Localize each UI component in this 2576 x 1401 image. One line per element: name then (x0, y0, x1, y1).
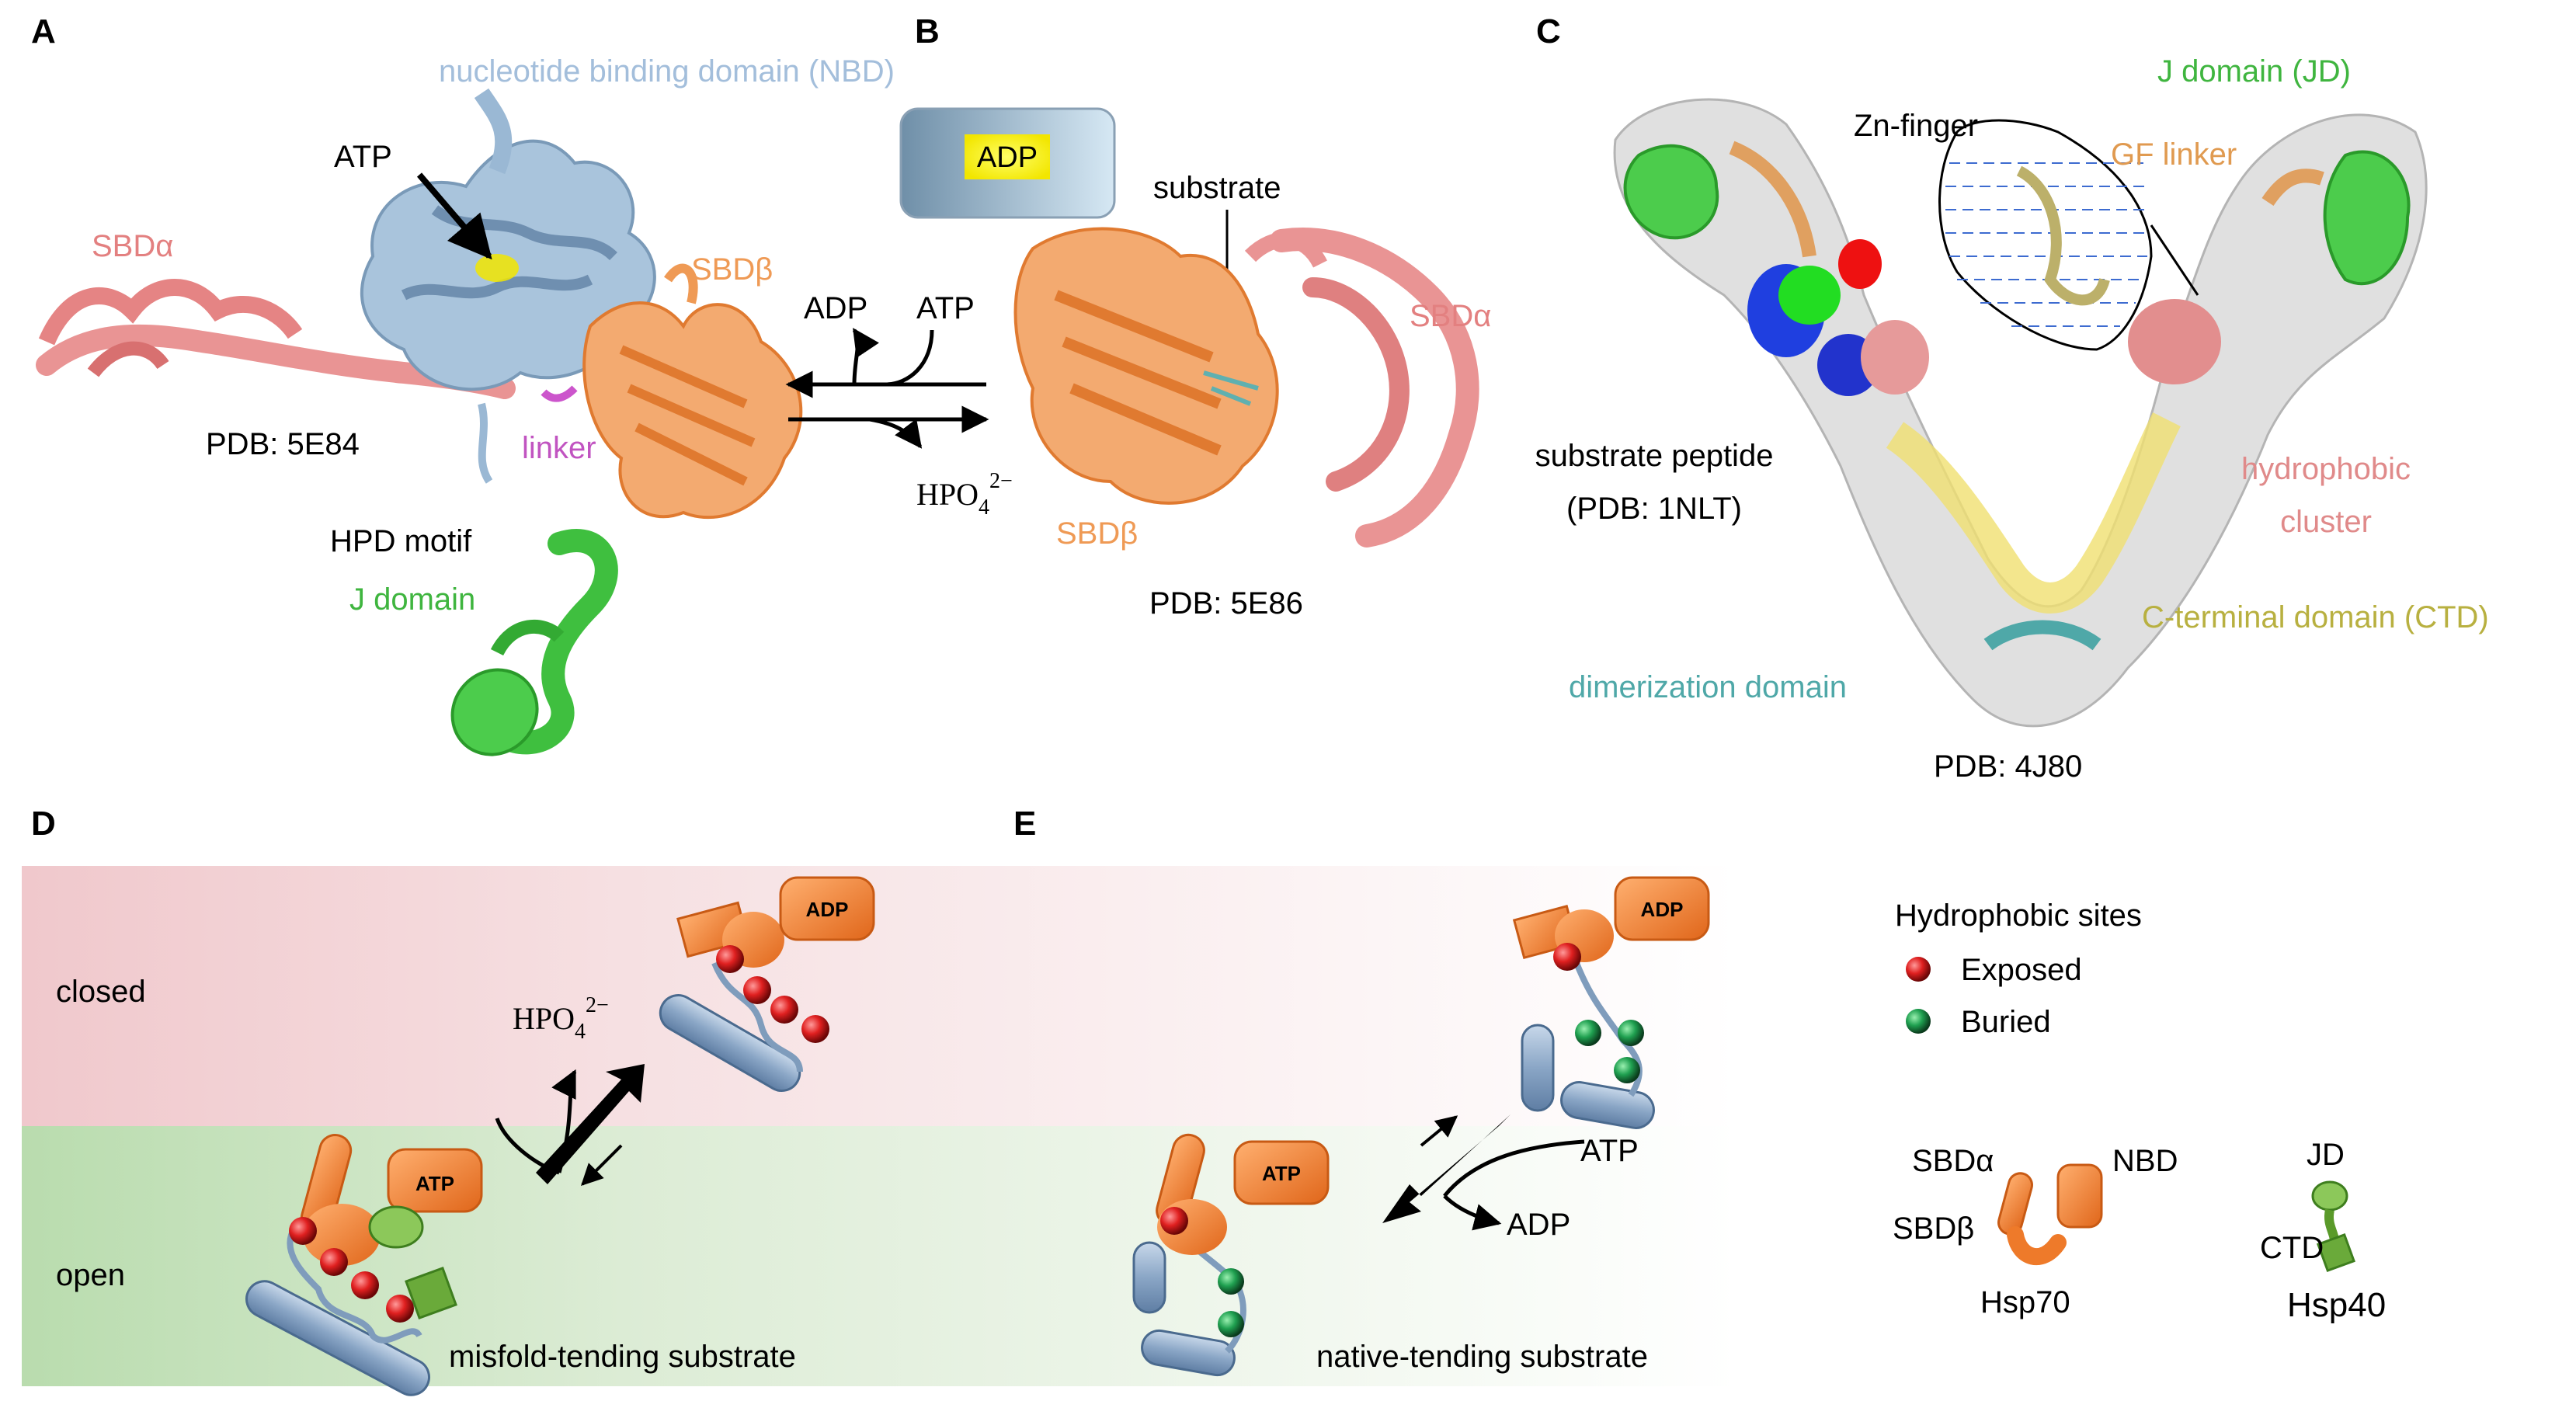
equilibrium-arrows-b (785, 328, 989, 449)
legend-sbd-beta: SBDβ (1893, 1212, 1974, 1246)
hsp70-closed-cartoon-e: ADP (1512, 876, 1710, 1129)
adp-box-label: ADP (977, 141, 1038, 174)
closing-arrows-d (495, 1064, 645, 1186)
legend-sbd-alpha: SBDα (1912, 1144, 1994, 1178)
sbd-beta-label-b: SBDβ (1056, 516, 1138, 551)
exposed-site-marker (1906, 957, 1931, 982)
j-domain-structure-left (1623, 144, 1719, 240)
adp-tag-d: ADP (806, 898, 849, 921)
legend-buried: Buried (1961, 1005, 2051, 1039)
atp-label-a: ATP (334, 140, 392, 174)
adp-box: ADP (899, 107, 1116, 219)
opening-arrows-e (1382, 1114, 1585, 1231)
zn-finger-inset (1938, 119, 2199, 351)
j-domain-label-a: J domain (349, 582, 475, 617)
hydrophobic-cluster-label-1: hydrophobic (2241, 452, 2411, 486)
panel-letter-b: B (915, 12, 940, 50)
panel-letter-c: C (1536, 12, 1561, 50)
legend-exposed: Exposed (1961, 953, 2082, 987)
adp-tag-nbd-e (1614, 876, 1710, 941)
closed-label: closed (56, 975, 146, 1009)
panel-letter-d: D (31, 805, 56, 843)
ctd-label: C-terminal domain (CTD) (2142, 600, 2489, 634)
atp-label-e: ATP (1580, 1134, 1639, 1168)
panel-d: D closed open ATP misfold-tending substr… (31, 805, 875, 1396)
legend-ctd: CTD (2260, 1231, 2324, 1265)
legend-hsp40: Hsp40 (2287, 1286, 2386, 1324)
atp-tag-e: ATP (1262, 1162, 1301, 1185)
gf-linker-right (2261, 169, 2324, 207)
hsp70-closed-cartoon-d: ADP (659, 876, 875, 1092)
hpd-motif-label: HPD motif (330, 524, 472, 558)
open-label: open (56, 1258, 125, 1292)
buried-site-marker (1906, 1009, 1931, 1034)
hydrophobic-cluster-label-2: cluster (2280, 505, 2372, 539)
panel-a: A SBDα nucleotide binding domain (NBD) A… (31, 12, 895, 756)
atp-tag-nbd-e (1233, 1140, 1330, 1205)
legend-nbd: NBD (2112, 1144, 2178, 1178)
hydrophobic-cluster-blob (2128, 299, 2221, 384)
adp-label-e: ADP (1507, 1208, 1570, 1242)
atp-tag-d: ATP (415, 1172, 454, 1195)
panel-b: B ADP substrate SBDα SBDβ PDB: 5E86 (785, 12, 1491, 621)
linker-label-a: linker (522, 431, 596, 465)
sbd-alpha-label-a: SBDα (92, 229, 173, 263)
hsp70-legend-cartoon (1997, 1163, 2103, 1266)
substrate-peptide-blobs (1747, 239, 1929, 396)
legend-title: Hydrophobic sites (1895, 899, 2142, 933)
j-domain-structure-a (450, 529, 618, 756)
sbd-beta-structure-a (582, 263, 803, 520)
sbd-alpha-label-b: SBDα (1410, 299, 1491, 333)
linker-segment-a (541, 385, 578, 402)
dimerization-label: dimerization domain (1569, 670, 1847, 704)
adp-tag-e: ADP (1641, 898, 1684, 921)
hsp70-open-cartoon-d: ATP (245, 1134, 483, 1396)
pdb-label-c: PDB: 4J80 (1934, 749, 2082, 784)
native-substrate-label: native-tending substrate (1316, 1340, 1648, 1374)
pdb-label-b: PDB: 5E86 (1149, 586, 1303, 621)
substrate-peptide-label-1: substrate peptide (1535, 439, 1774, 473)
nbd-label-a: nucleotide binding domain (NBD) (439, 54, 895, 89)
atp-label-b: ATP (916, 291, 975, 325)
legend-hsp70: Hsp70 (1980, 1285, 2070, 1319)
pdb-label-a: PDB: 5E84 (206, 427, 360, 461)
phosphate-label-d: HPO42− (513, 993, 609, 1044)
atp-pointer-arrow-a (416, 172, 492, 260)
panel-letter-e: E (1013, 805, 1036, 843)
misfold-substrate-label: misfold-tending substrate (449, 1340, 796, 1374)
hsp70-open-cartoon-e: ATP (1132, 1133, 1330, 1377)
dimerization-structure (1983, 620, 2101, 651)
sbd-closed-structure-b (1013, 227, 1479, 548)
zn-finger-label: Zn-finger (1854, 109, 1978, 143)
ctd-structure (1886, 412, 2181, 614)
panel-c: C (1535, 12, 2489, 784)
sbd-beta-label-a: SBDβ (691, 252, 773, 287)
phosphate-label-b: HPO42− (916, 469, 1013, 520)
hsp40-legend-cartoon (2311, 1180, 2355, 1272)
j-domain-structure-right (2323, 150, 2411, 286)
adp-tag-nbd-d (779, 876, 875, 941)
legend: Hydrophobic sites Exposed Buried SBDα NB… (1893, 899, 2386, 1324)
nbd-structure (360, 88, 656, 484)
panel-letter-a: A (31, 12, 56, 50)
legend-jd: JD (2307, 1138, 2345, 1172)
gf-linker-label: GF linker (2111, 137, 2237, 172)
panel-e: E ADP ATP ADP (1013, 805, 1710, 1377)
jd-label-c: J domain (JD) (2157, 54, 2351, 89)
adp-label-b: ADP (804, 291, 867, 325)
gf-linker-left (1729, 141, 1816, 258)
atp-tag-nbd-d (387, 1148, 483, 1213)
substrate-peptide-label-2: (PDB: 1NLT) (1566, 492, 1742, 526)
closed-band (22, 866, 1738, 1126)
substrate-label-b: substrate (1153, 171, 1281, 205)
